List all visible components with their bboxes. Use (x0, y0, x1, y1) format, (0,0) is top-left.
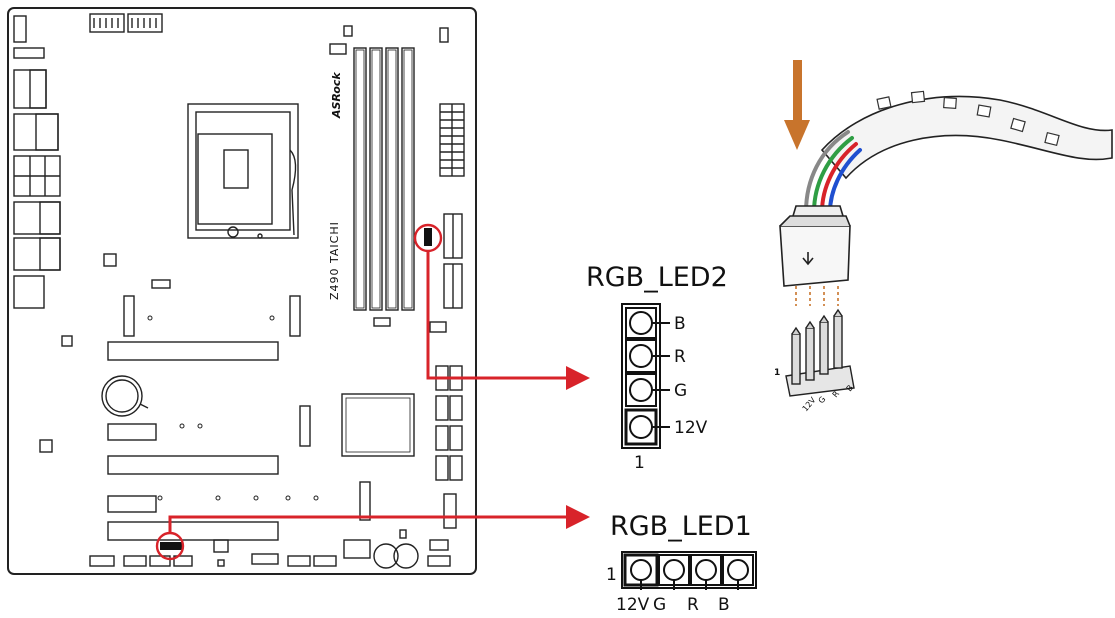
brand-logo-text: ASRock (330, 72, 343, 119)
cpu-power-connectors (89, 13, 163, 33)
cmos-battery (101, 375, 143, 417)
led-strip (820, 90, 1113, 180)
rear-io-block (13, 15, 61, 309)
rgb-led2-pin-12v: 12V (674, 418, 708, 438)
rgb-led2-pin-b: B (674, 314, 686, 334)
cable-pin-header (785, 308, 855, 397)
usb-headers (443, 213, 463, 309)
cpu-socket (187, 103, 299, 239)
rgb-led2-title: RGB_LED2 (586, 262, 728, 293)
leader-line-led2 (426, 251, 568, 380)
rgb-led1-pin-g: G (653, 595, 666, 615)
rgb-led1-pin-b: B (718, 595, 730, 615)
rgb-led1-title: RGB_LED1 (610, 511, 752, 542)
cable-pin-g: G (817, 395, 828, 406)
rgb-led2-pin-g: G (674, 381, 687, 401)
leader-line-led1 (168, 515, 568, 533)
cable-pin-r: R (831, 389, 842, 399)
motherboard (7, 7, 477, 575)
arrow-led1 (566, 505, 590, 529)
insert-direction-arrow (784, 60, 810, 150)
arrow-led2 (566, 366, 590, 390)
atx-power-connector (439, 103, 465, 177)
cable-plug (779, 205, 851, 306)
bottom-headers (89, 529, 451, 569)
rgb-led2-connector (621, 303, 670, 449)
chipset (341, 393, 415, 457)
rgb-led1-pin-r: R (687, 595, 699, 615)
cable-pin-12v: 12V (801, 395, 818, 413)
cable-pin1-label: 1 (774, 368, 780, 378)
rgb-led2-pin-r: R (674, 347, 686, 367)
board-model-text: Z490 TAICHI (328, 221, 341, 300)
rgb-led1-connector (621, 551, 757, 590)
pcie-slots (107, 295, 371, 541)
mounting-holes (147, 315, 319, 501)
dimm-slots (353, 47, 415, 311)
rgb-led1-pin-12v: 12V (616, 595, 650, 615)
rgb-led1-pin1-label: 1 (606, 565, 617, 585)
cable-pin-b: B (845, 383, 855, 393)
rgb-led2-pin1-label: 1 (634, 453, 645, 473)
